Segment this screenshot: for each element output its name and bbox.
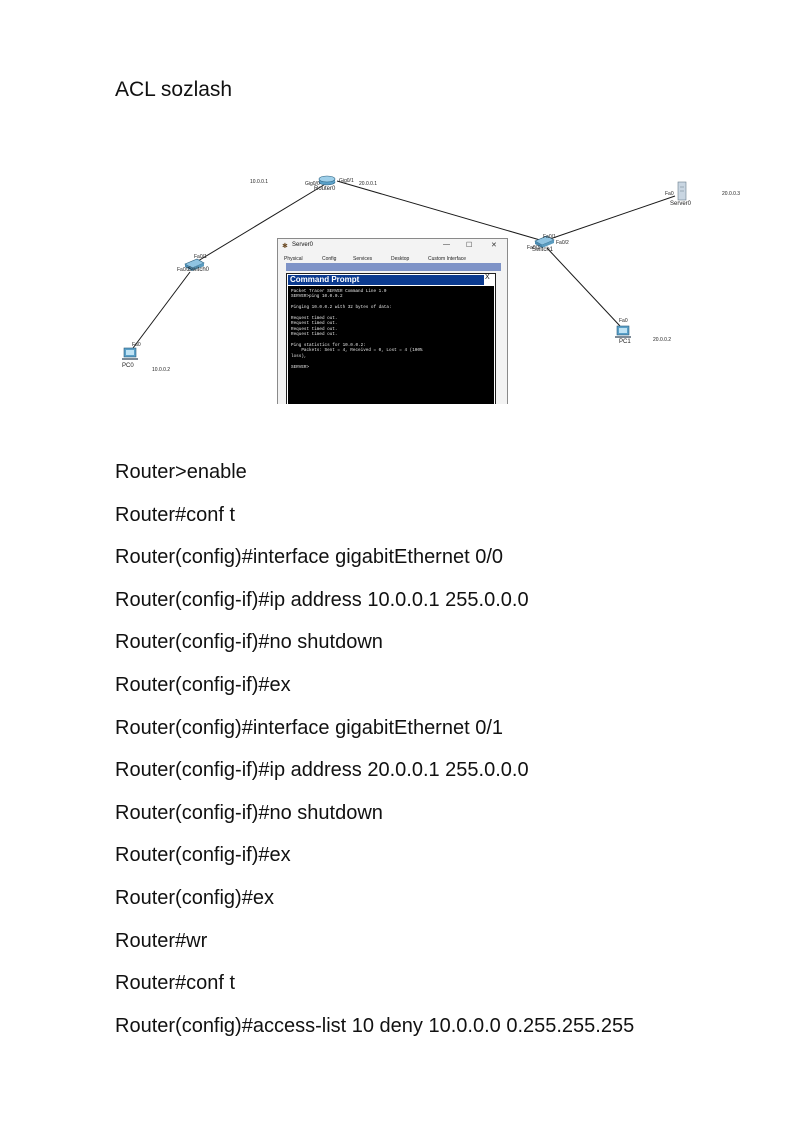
- terminal-line: loss),: [291, 353, 307, 359]
- switch0-icon[interactable]: [184, 258, 205, 271]
- port-label: Fa0/1: [194, 254, 207, 260]
- command-line: Router(config)#access-list 10 deny 10.0.…: [115, 1014, 635, 1037]
- command-line: Router(config-if)#ip address 10.0.0.1 25…: [115, 588, 529, 611]
- server-window: ✱ Server0 — ☐ ✕ Physical Config Services…: [277, 238, 508, 404]
- port-label: Fa0: [619, 318, 628, 324]
- command-line: Router#conf t: [115, 503, 236, 526]
- switch1-label: Switch1: [532, 247, 554, 253]
- ip-label: 10.0.0.2: [152, 367, 171, 373]
- command-prompt-title: Command Prompt: [288, 275, 484, 285]
- pc0-icon[interactable]: [122, 347, 138, 360]
- terminal-line: Pinging 10.0.0.2 with 32 bytes of data:: [291, 305, 392, 311]
- tab-desktop[interactable]: Desktop: [391, 256, 410, 262]
- terminal-line: Packet Tracer SERVER Command Line 1.0: [291, 289, 387, 294]
- terminal-line: Request timed out.: [291, 332, 338, 338]
- port-label: Fa0: [132, 342, 141, 348]
- terminal-line: Ping statistics for 10.0.0.2:: [291, 343, 366, 349]
- terminal-line: Packets: Sent = 4, Received = 0, Lost = …: [291, 348, 423, 354]
- network-topology-figure: Router0 Switch0 Switch1 Server0 PC0 PC1 …: [115, 168, 745, 404]
- tab-custom-interface[interactable]: Custom Interface: [428, 256, 467, 262]
- terminal-line: SERVER>ping 10.0.0.2: [291, 294, 343, 300]
- maximize-icon[interactable]: ☐: [466, 242, 473, 249]
- command-line: Router(config)#interface gigabitEthernet…: [115, 716, 504, 739]
- tab-services[interactable]: Services: [353, 256, 373, 262]
- server-label: Server0: [670, 201, 692, 207]
- port-label: Gig0/0: [305, 181, 320, 187]
- server-tabs: Physical Config Services Desktop Custom …: [278, 253, 507, 263]
- port-label: Fa0/3: [527, 245, 540, 251]
- terminal-line: SERVER>: [291, 364, 310, 370]
- desktop-bar: [286, 263, 501, 271]
- pc0-label: PC0: [122, 363, 134, 369]
- page-title: ACL sozlash: [115, 78, 233, 101]
- link-switch0-pc0: [132, 271, 191, 349]
- command-line: Router(config-if)#ex: [115, 844, 291, 867]
- server-app-icon: ✱: [282, 243, 288, 250]
- port-label: Gig0/1: [339, 178, 354, 184]
- command-line: Router(config-if)#ip address 20.0.0.1 25…: [115, 759, 529, 782]
- tab-config[interactable]: Config: [322, 256, 337, 262]
- pc1-icon[interactable]: [615, 325, 631, 338]
- pc1-label: PC1: [619, 339, 631, 345]
- tab-physical[interactable]: Physical: [284, 256, 303, 262]
- topology-links: [122, 175, 687, 360]
- minimize-icon[interactable]: —: [443, 241, 450, 248]
- terminal-line: Request timed out.: [291, 316, 338, 321]
- command-line: Router(config-if)#ex: [115, 673, 291, 696]
- link-router-switch0: [192, 182, 328, 265]
- command-line: Router(config)#ex: [115, 886, 274, 909]
- ip-label: 20.0.0.3: [722, 191, 741, 197]
- command-line: Router(config-if)#no shutdown: [115, 801, 383, 824]
- command-line: Router#conf t: [115, 972, 236, 995]
- command-prompt-close-button[interactable]: X: [485, 274, 490, 281]
- command-line: Router(config-if)#no shutdown: [115, 631, 383, 654]
- command-line: Router#wr: [115, 929, 208, 952]
- terminal-line: Request timed out.: [291, 326, 338, 332]
- close-icon[interactable]: ✕: [491, 242, 497, 249]
- router-label: Router0: [314, 186, 336, 192]
- terminal-line: Request timed out.: [291, 321, 338, 327]
- ip-label: 20.0.0.1: [359, 181, 378, 187]
- ip-label: 20.0.0.2: [653, 337, 672, 343]
- command-prompt-dialog: Command Prompt X Packet Tracer SERVER Co…: [286, 273, 496, 404]
- link-router-switch1: [336, 180, 541, 241]
- switch0-label: Switch0: [188, 267, 210, 273]
- ip-label: 10.0.0.1: [250, 179, 269, 185]
- port-label: Fa0/2: [177, 267, 190, 273]
- port-label: Fa0: [665, 191, 674, 197]
- switch1-icon[interactable]: [534, 235, 555, 248]
- link-switch1-server: [546, 195, 676, 241]
- port-label: Fa0/2: [556, 240, 569, 246]
- server-icon[interactable]: [677, 181, 687, 201]
- command-line: Router>enable: [115, 461, 247, 483]
- link-switch1-pc1: [546, 247, 621, 327]
- port-label: Fa0/1: [543, 234, 556, 240]
- router-icon[interactable]: [318, 175, 336, 186]
- server-window-title: Server0: [292, 242, 314, 248]
- command-line: Router(config)#interface gigabitEthernet…: [115, 546, 504, 569]
